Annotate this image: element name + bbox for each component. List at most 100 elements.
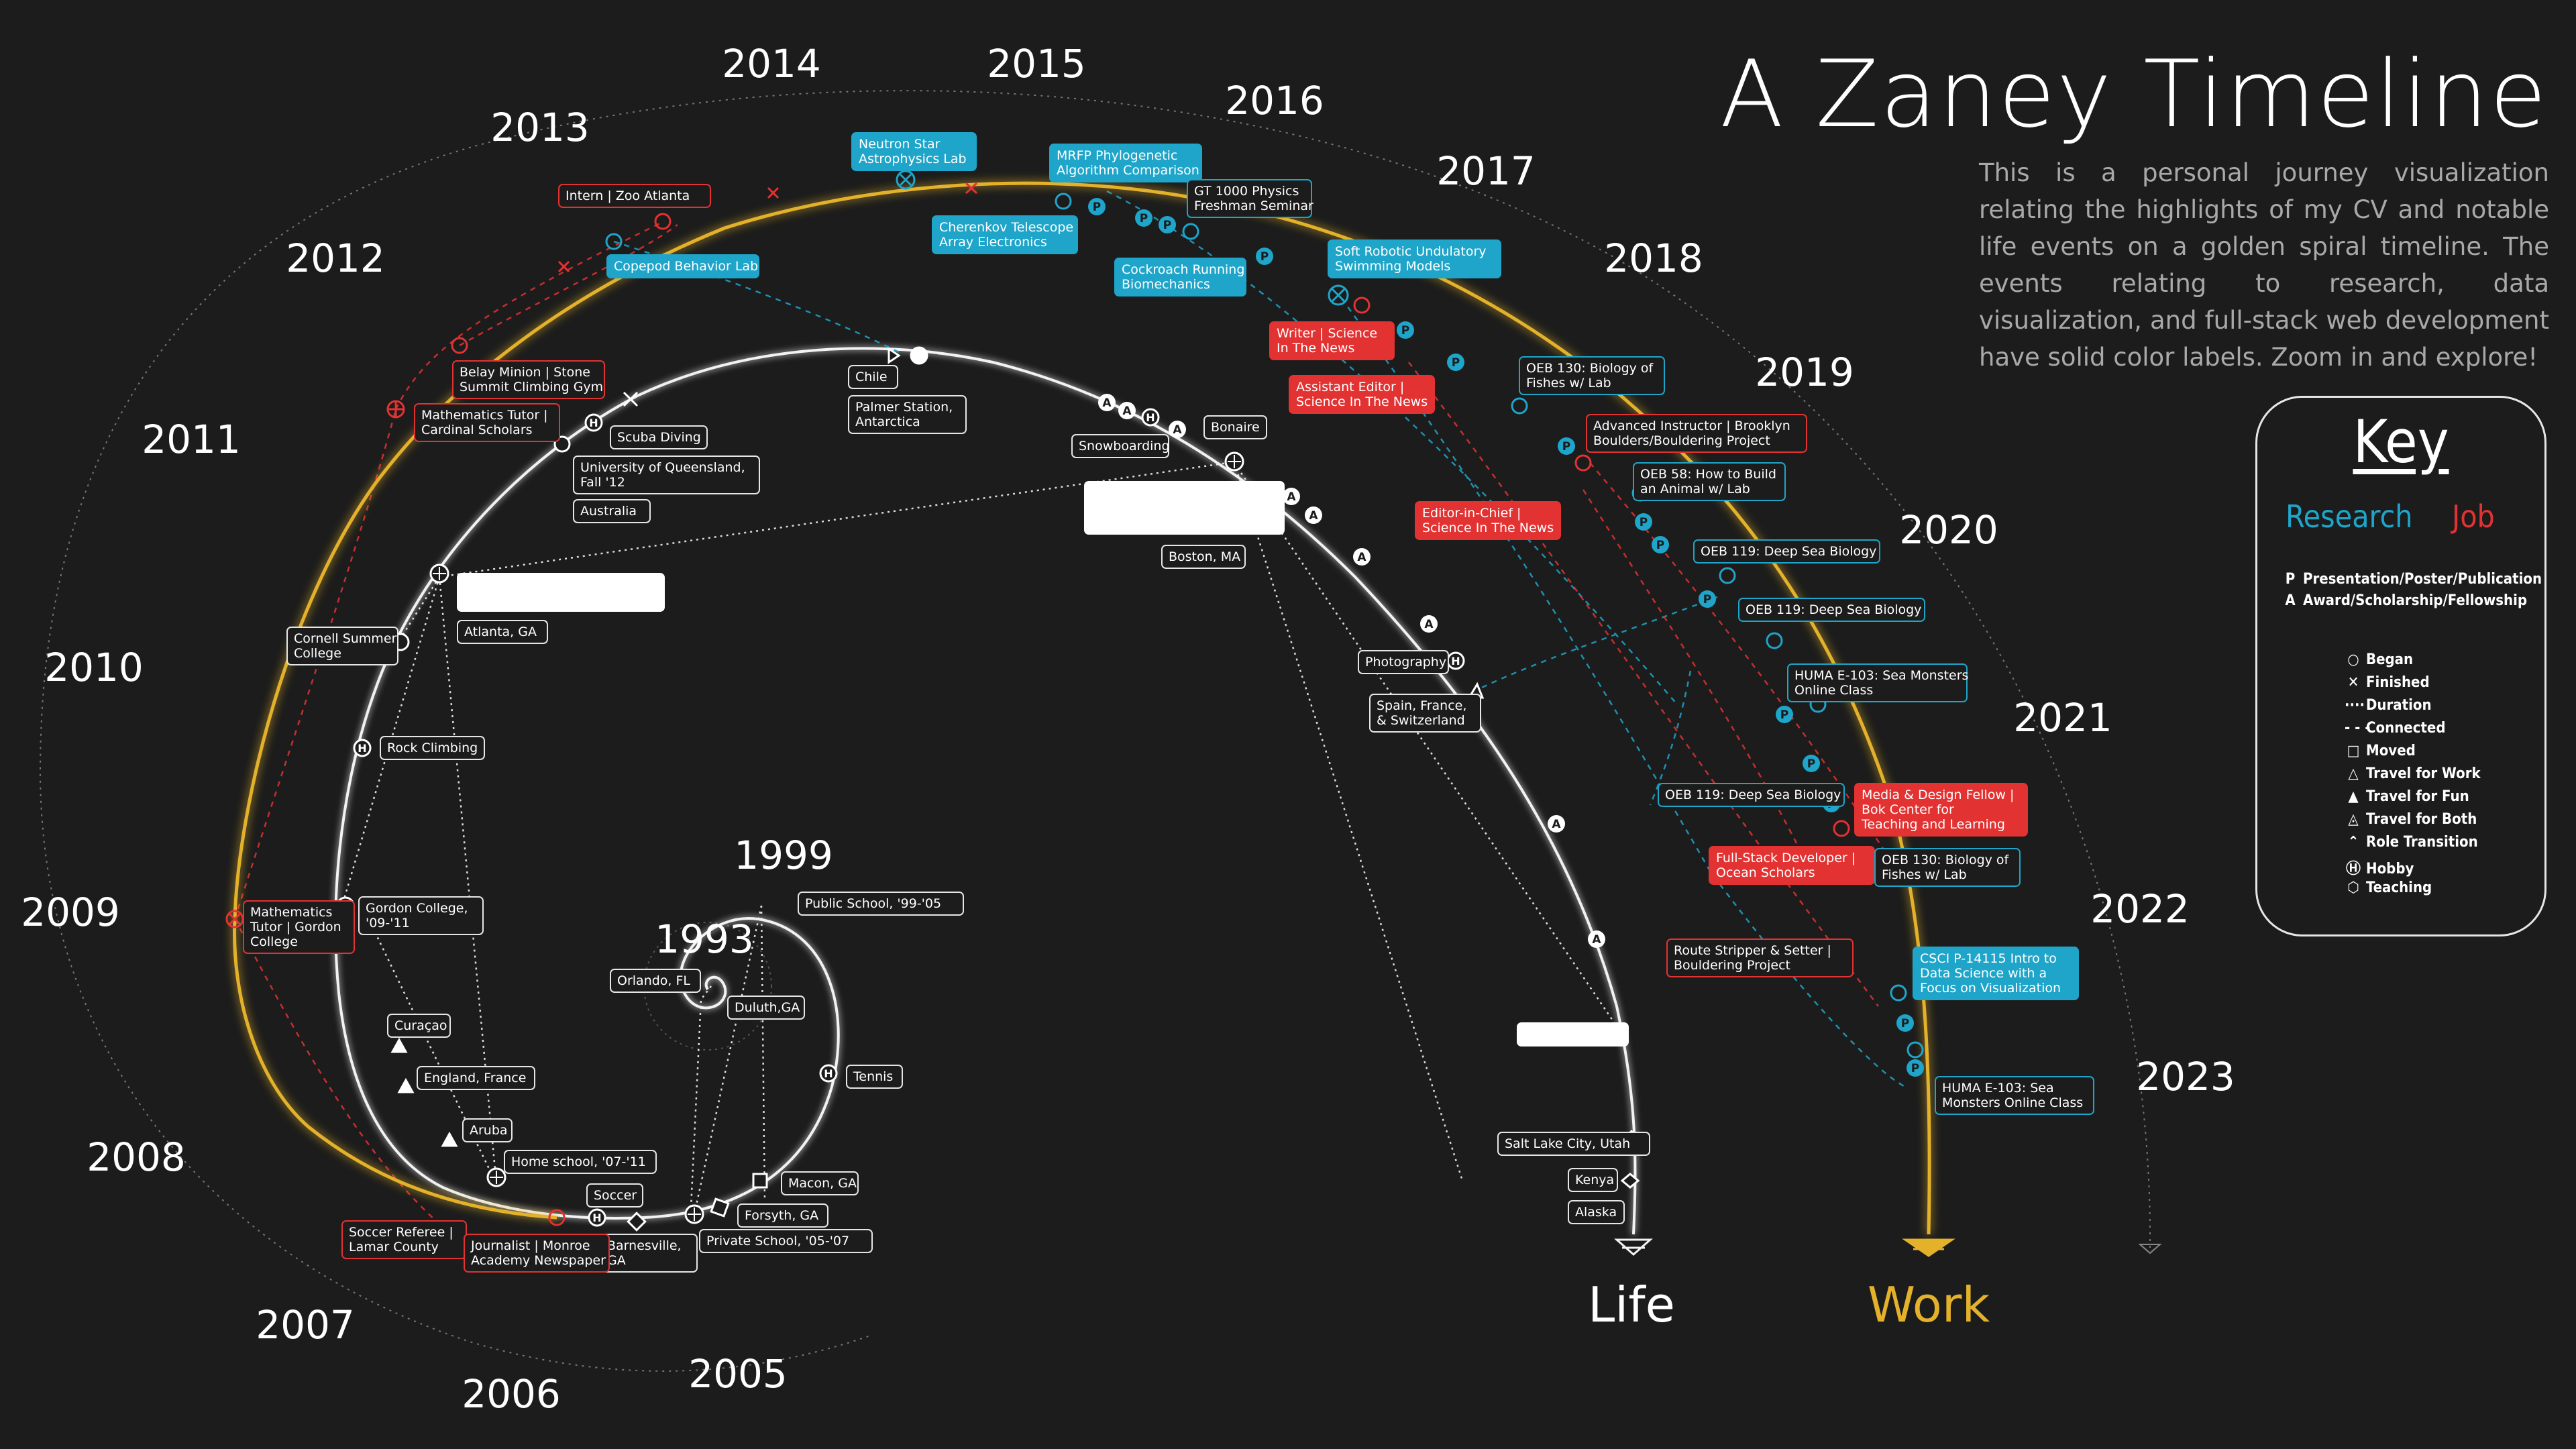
event-label-box — [464, 1234, 610, 1273]
year-ring-arrow — [2138, 1244, 2162, 1254]
event-label-text: OEB 130: Biology of — [1526, 361, 1654, 376]
event-label-text: Orlando, FL — [617, 973, 690, 988]
event-label-text: Gordon College, — [366, 901, 468, 916]
year-label: 2011 — [142, 417, 241, 462]
svg-text:P: P — [1656, 539, 1664, 552]
legend-item: - - -Connected — [2345, 720, 2446, 737]
event-label-box — [504, 1150, 657, 1174]
legend-symbol: ○ — [2347, 651, 2359, 668]
event-label-text: Fall '12 — [580, 475, 625, 490]
legend-symbol: ◬ — [2348, 811, 2359, 828]
event-label-text: Swimming Models — [1335, 259, 1450, 274]
event-label-text: HUMA E-103: Sea Monsters — [1794, 668, 1968, 683]
life-event-label: Duluth,GA — [727, 996, 805, 1020]
life-event-label: Scuba Diving — [610, 425, 708, 449]
year-label: 2018 — [1604, 235, 1703, 281]
research-event-label: OEB 119: Deep Sea Biology — [1738, 598, 1925, 622]
svg-text:P: P — [1093, 201, 1101, 214]
event-label-box — [1854, 783, 2028, 837]
event-label-text: College — [250, 934, 298, 949]
event-label-text: Macon, GA — [788, 1176, 857, 1191]
legend-item: ····Duration — [2345, 697, 2432, 714]
event-label-box — [1071, 434, 1169, 458]
event-label-text: Route Stripper & Setter | — [1674, 943, 1831, 958]
event-label-text: Biomechanics — [1122, 277, 1210, 292]
event-label-box — [781, 1171, 859, 1195]
job-event-label: Media & Design Fellow |Bok Center forTea… — [1854, 783, 2028, 837]
life-event-label: Tennis — [846, 1065, 903, 1089]
life-event-label: Macon, GA — [781, 1171, 859, 1195]
year-label: 2019 — [1755, 350, 1854, 395]
event-label-box — [1658, 783, 1845, 807]
event-label-text: Journalist | Monroe — [470, 1238, 590, 1253]
event-label-box — [846, 1065, 903, 1089]
year-label: 1999 — [734, 833, 833, 878]
year-label: 2012 — [286, 235, 385, 281]
life-event-label: Finished Ph.D. — [1517, 1022, 1629, 1046]
event-label-box — [1187, 179, 1312, 218]
event-label-text: Intern | Zoo Atlanta — [566, 189, 690, 203]
event-label-text: Online Class — [1794, 683, 1873, 698]
event-label-box — [932, 215, 1078, 254]
event-label-text: CSCI P-14115 Intro to — [1920, 951, 2057, 966]
event-label-text: Ocean Scholars — [1716, 865, 1815, 880]
event-label-box — [1913, 947, 2079, 1000]
event-label-box — [380, 736, 485, 760]
job-event-label: Mathematics Tutor |Cardinal Scholars — [414, 403, 560, 442]
life-event-label: Orlando, FL — [610, 969, 701, 993]
event-label-box — [387, 1014, 451, 1038]
svg-text:P: P — [1901, 1017, 1909, 1030]
svg-text:P: P — [1140, 212, 1148, 225]
event-label-text: Home school, '07-'11 — [511, 1155, 646, 1169]
legend-item: ▲Travel for Fun — [2345, 788, 2469, 805]
event-label-text: Georgia Tech, '11-'16 — [464, 578, 599, 592]
event-label-box — [737, 1203, 828, 1228]
event-label-box — [610, 969, 701, 993]
life-spiral — [334, 347, 1637, 1235]
event-label-text: OEB 58: How to Build — [1640, 467, 1776, 482]
event-label-box — [452, 360, 605, 399]
event-label-text: HUMA E-103: Sea — [1942, 1081, 2054, 1095]
event-label-box — [1049, 144, 1202, 182]
event-label-text: Summit Climbing Gym — [460, 380, 603, 394]
event-label-box — [1114, 258, 1246, 297]
event-label-box — [848, 395, 967, 434]
event-label-box — [1358, 650, 1449, 674]
event-label-text: Ph.D. in Organismic & — [1091, 500, 1231, 515]
svg-text:P: P — [1401, 324, 1409, 337]
legend-item: ⌃Role Transition — [2345, 834, 2478, 851]
event-label-text: Assistant Editor | — [1296, 380, 1404, 394]
legend-item: △Travel for Work — [2345, 765, 2480, 782]
legend-label: Finished — [2366, 674, 2430, 691]
svg-text:P: P — [1260, 250, 1269, 264]
event-label-text: Cherenkov Telescope — [939, 220, 1073, 235]
event-label-text: OEB 119: Deep Sea Biology — [1746, 602, 1921, 617]
svg-text:P: P — [1780, 708, 1788, 722]
event-label-text: Cornell Summer — [294, 631, 397, 646]
svg-text:A: A — [1424, 618, 1434, 631]
year-label: 2015 — [987, 41, 1086, 87]
legend-item: ○Began — [2345, 651, 2413, 668]
legend-label: Moved — [2366, 743, 2416, 759]
work-track-label: Work — [1868, 1277, 1990, 1333]
event-label-box — [417, 1066, 535, 1090]
legend-label: Duration — [2366, 697, 2432, 714]
year-label: 2023 — [2136, 1054, 2235, 1099]
life-event-label: Forsyth, GA — [737, 1203, 828, 1228]
job-event-label: Intern | Zoo Atlanta — [558, 184, 711, 208]
event-label-text: '09-'11 — [366, 916, 410, 930]
life-event-label: Palmer Station,Antarctica — [848, 395, 967, 434]
event-label-text: Barnesville, — [607, 1238, 682, 1253]
legend-symbol: ✕ — [2347, 674, 2359, 691]
page-subtitle: This is a personal journey visualization… — [1979, 158, 2549, 372]
event-label-text: Mathematics Tutor | — [421, 408, 548, 423]
event-label-text: Kenya — [1575, 1173, 1614, 1187]
life-event-label: Home school, '07-'11 — [504, 1150, 657, 1174]
event-label-text: Academy Newspaper — [471, 1253, 606, 1268]
